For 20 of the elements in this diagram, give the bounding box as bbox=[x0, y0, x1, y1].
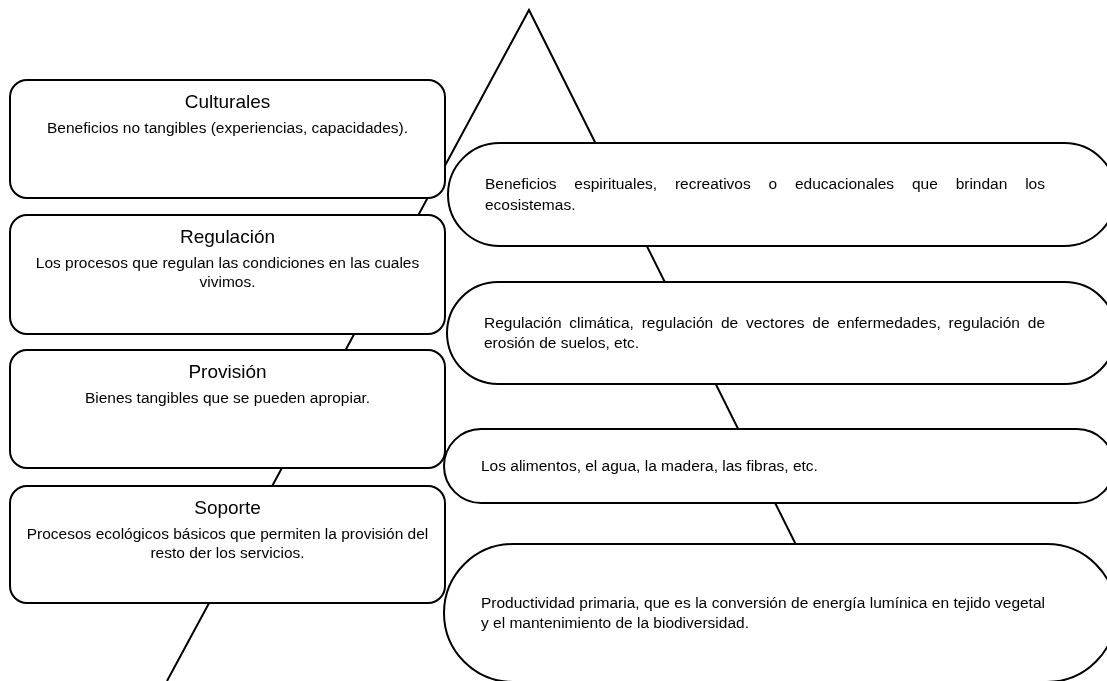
description-box bbox=[443, 543, 1107, 681]
description-box bbox=[443, 428, 1107, 504]
category-box bbox=[9, 79, 446, 199]
category-box bbox=[9, 214, 446, 335]
description-box bbox=[447, 142, 1107, 247]
description-text: Procesos ecológicos básicos que permiten la provisión del resto der los servicios. bbox=[25, 525, 430, 563]
description-text: Beneficios espirituales, recreativos o educacionales que brindan los ecosistemas. bbox=[485, 174, 1045, 215]
category-heading: Regulación bbox=[178, 226, 277, 248]
description-text: Bienes tangibles que se pueden apropiar. bbox=[83, 389, 372, 408]
category-heading: Soporte bbox=[193, 497, 262, 519]
category-heading: Provisión bbox=[187, 361, 268, 383]
category-box bbox=[9, 349, 446, 469]
description-text: Regulación climática, regulación de vectores de enfermedades, regulación de erosión de suelos, etc. bbox=[484, 312, 1045, 353]
description-text: Los procesos que regulan las condiciones en las cuales vivimos. bbox=[34, 254, 421, 292]
description-box bbox=[446, 281, 1107, 385]
category-heading: Culturales bbox=[183, 91, 272, 113]
description-text: Productividad primaria, que es la conversión de energía lumínica en tejido vegetal y el mantenimiento de la biodiversidad. bbox=[481, 592, 1045, 633]
description-text: Beneficios no tangibles (experiencias, capacidades). bbox=[46, 119, 409, 138]
category-box bbox=[9, 485, 446, 604]
description-text: Los alimentos, el agua, la madera, las fibras, etc. bbox=[481, 455, 819, 476]
